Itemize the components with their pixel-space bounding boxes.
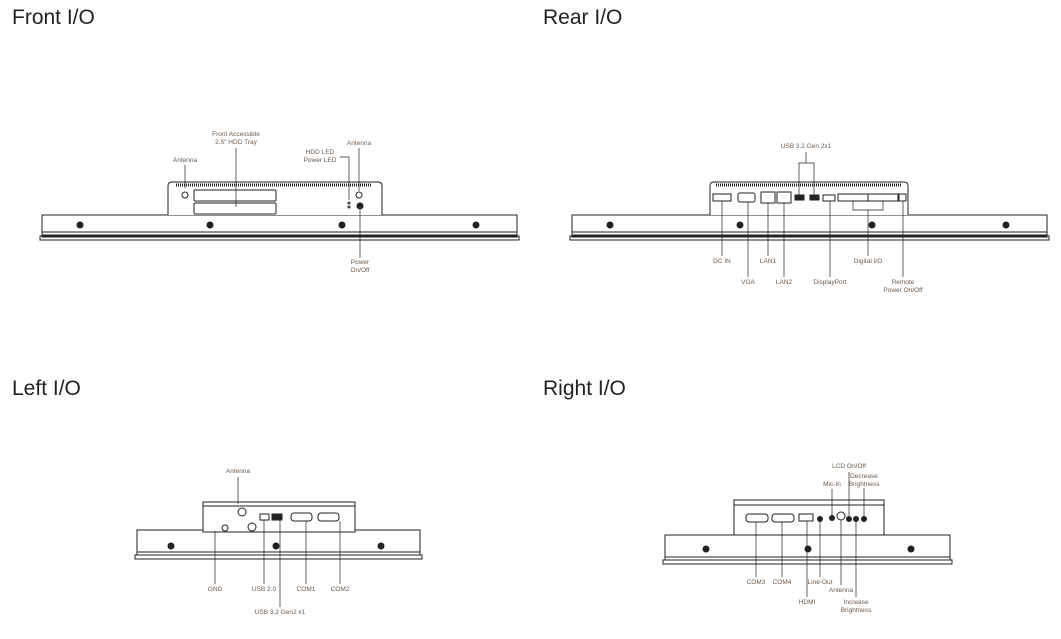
- front-io-title: Front I/O: [12, 6, 95, 29]
- rear-digital-io-label: Digital I/O: [853, 258, 883, 265]
- rear-usb-label: USB 3.2 Gen 2x1: [780, 143, 832, 150]
- label-line: Remote: [891, 279, 915, 286]
- left-usb20-label: USB 2.0: [251, 586, 277, 593]
- label-line: HDD LED: [305, 149, 335, 156]
- right-device: [662, 472, 953, 597]
- right-mic-in-label: Mic-In: [823, 481, 841, 488]
- left-com1-label: COM1: [296, 586, 316, 593]
- label-line: Brightness: [840, 607, 872, 614]
- left-com2-label: COM2: [330, 586, 350, 593]
- right-com3-label: COM3: [746, 579, 766, 586]
- right-io-title: Right I/O: [543, 377, 626, 400]
- label-line: Increase: [843, 599, 869, 606]
- rear-dc-in-label: DC IN: [713, 258, 731, 265]
- label-line: Front Accessible: [212, 131, 260, 138]
- right-line-out-label: Line-Out: [807, 579, 833, 586]
- label-line: Power On/Off: [883, 287, 923, 294]
- rear-lan2-label: LAN2: [775, 279, 793, 286]
- label-line: Decrease: [850, 473, 878, 480]
- rear-lan1-label: LAN1: [759, 258, 777, 265]
- right-antenna-label: Antenna: [828, 587, 854, 594]
- right-hdmi-label: HDMI: [798, 599, 816, 606]
- left-device: [134, 477, 423, 607]
- left-usb32-label: USB 3.2 Gen2 x1: [254, 609, 306, 616]
- rear-vga-label: VGA: [741, 279, 755, 286]
- right-com4-label: COM4: [772, 579, 792, 586]
- front-antenna-left-label: Antenna: [172, 157, 198, 164]
- label-line: On/Off: [350, 267, 370, 274]
- left-antenna-label: Antenna: [225, 468, 251, 475]
- rear-device: [569, 152, 1050, 277]
- left-io-title: Left I/O: [12, 377, 81, 400]
- label-line: Power: [350, 259, 370, 266]
- right-lcd-label: LCD On/Off: [832, 463, 866, 470]
- left-gnd-label: GND: [207, 586, 223, 593]
- front-device: [39, 148, 520, 258]
- label-line: Power LED: [303, 157, 337, 164]
- rear-displayport-label: DisplayPort: [813, 279, 847, 286]
- front-antenna-right-label: Antenna: [346, 140, 372, 147]
- rear-io-title: Rear I/O: [543, 6, 623, 29]
- label-line: Brightness: [848, 481, 880, 488]
- label-line: 2.5" HDD Tray: [215, 139, 257, 146]
